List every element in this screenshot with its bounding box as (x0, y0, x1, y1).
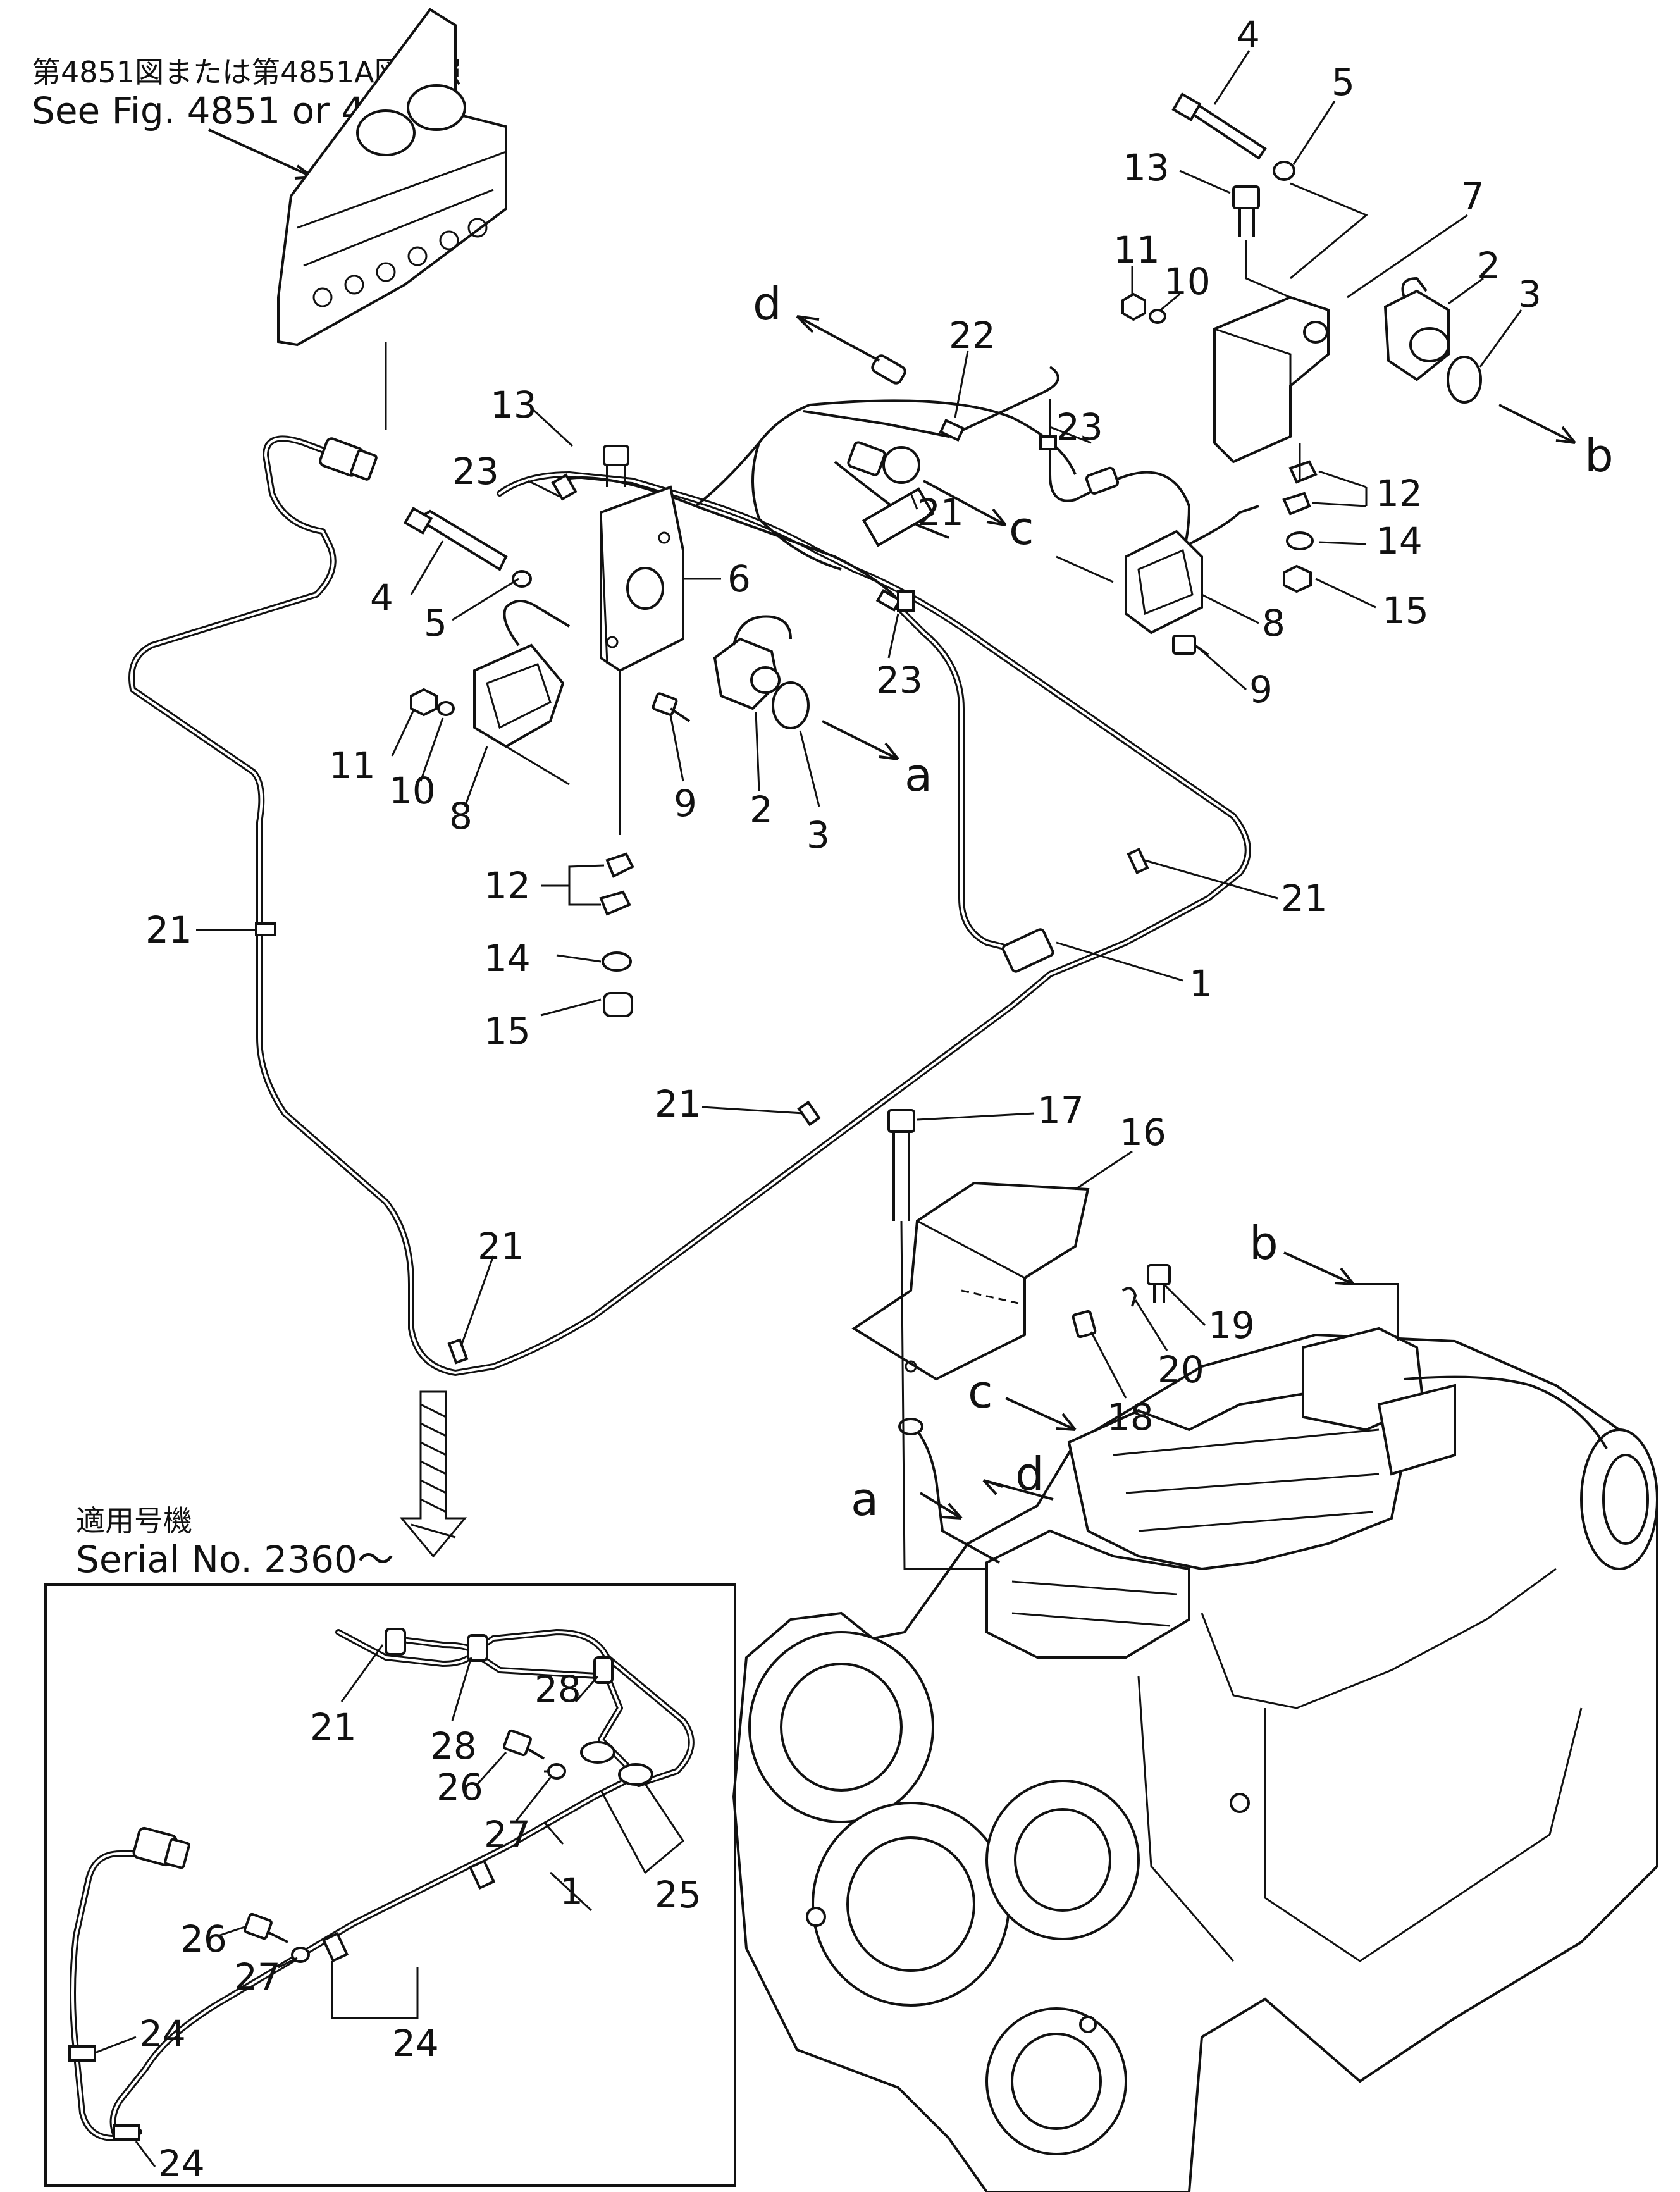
callout-15-right: 15 (1382, 589, 1429, 632)
inset-callout-24c: 24 (158, 2142, 205, 2185)
callout-15-mid: 15 (484, 1010, 531, 1053)
callout-4-mid: 4 (370, 576, 393, 619)
callout-12-right: 12 (1376, 472, 1423, 515)
callout-22: 22 (949, 314, 996, 357)
callout-5-top: 5 (1331, 61, 1355, 104)
callout-18: 18 (1107, 1396, 1154, 1439)
bracket-assembly-mid (403, 445, 810, 1017)
callout-10-mid: 10 (389, 769, 436, 812)
callout-17: 17 (1037, 1089, 1084, 1132)
callout-16: 16 (1120, 1111, 1166, 1154)
reference-letters: d c b a b c d a (753, 277, 1614, 1526)
callout-12-mid: 12 (484, 864, 531, 907)
callout-13-mid: 13 (490, 383, 537, 426)
callout-11-top: 11 (1113, 228, 1160, 271)
callout-8-mid: 8 (449, 795, 472, 838)
inset-pointer-arrow (399, 1390, 467, 1558)
callout-1-main: 1 (1189, 962, 1213, 1005)
callout-21-center: 21 (655, 1082, 701, 1125)
inset-callout-26a: 26 (436, 1766, 483, 1809)
callout-10-top: 10 (1164, 260, 1211, 303)
bracket-assembly-right (1056, 92, 1482, 656)
callout-2-top: 2 (1477, 244, 1500, 287)
transmission-housing (732, 1327, 1658, 2192)
callout-2-mid: 2 (750, 788, 773, 831)
control-box-bracket (277, 8, 507, 430)
callout-4-top: 4 (1237, 13, 1260, 56)
callout-8-right: 8 (1262, 602, 1285, 645)
inset-callout-27a: 27 (484, 1813, 531, 1856)
callout-9-mid: 9 (674, 782, 697, 825)
callout-20: 20 (1158, 1348, 1204, 1391)
letter-c-top: c (1009, 502, 1034, 555)
callout-11-mid: 11 (329, 744, 376, 787)
callout-23-mid: 23 (452, 450, 499, 493)
callout-21-left: 21 (145, 908, 192, 951)
inset-callout-28a: 28 (430, 1724, 477, 1768)
letter-a-low: a (851, 1473, 879, 1526)
inset-callout-24b: 24 (392, 2022, 439, 2065)
callout-14-right: 14 (1376, 519, 1423, 562)
callout-21-right: 21 (1281, 877, 1328, 920)
callout-14-mid: 14 (484, 937, 531, 980)
inset-callout-1: 1 (560, 1870, 583, 1913)
letter-d-low: d (1015, 1447, 1044, 1501)
callout-21-bottom: 21 (478, 1225, 524, 1268)
callout-23-low: 23 (876, 659, 923, 702)
tube-assembly-main (128, 435, 1251, 1376)
callout-7: 7 (1461, 175, 1485, 218)
callout-19: 19 (1208, 1304, 1255, 1347)
inset-callout-27b: 27 (234, 1955, 281, 1998)
letter-a-mid: a (905, 748, 932, 802)
letter-b-low: b (1249, 1217, 1278, 1270)
letter-d-top: d (753, 277, 782, 330)
direction-arrows (796, 315, 1576, 1520)
leader-lines (196, 50, 1522, 1399)
callout-23-top: 23 (1056, 406, 1103, 449)
callout-6: 6 (727, 557, 751, 600)
letter-b-top: b (1584, 429, 1614, 482)
inset-serial: Serial No. 2360〜 (76, 1538, 394, 1581)
callout-13-top: 13 (1123, 146, 1170, 189)
callout-21-top: 21 (917, 491, 964, 534)
callout-labels: 4 5 13 7 11 10 2 3 12 14 15 8 9 22 23 21… (139, 13, 1541, 2185)
inset-callout-25: 25 (655, 1873, 701, 1916)
letter-c-low: c (968, 1365, 993, 1418)
inset-title-japanese: 適用号機 (76, 1504, 192, 1538)
inset-callout-26b: 26 (180, 1917, 227, 1960)
inset-frame (44, 1583, 736, 2187)
cover-plate (851, 1109, 1171, 1570)
callout-5-mid: 5 (424, 602, 447, 645)
inset-callout-24a: 24 (139, 2012, 186, 2055)
callout-3-top: 3 (1518, 273, 1541, 316)
inset-callout-28b: 28 (534, 1668, 581, 1711)
inset-callout-21: 21 (310, 1706, 357, 1749)
serial-inset: 適用号機 Serial No. 2360〜 (44, 1504, 736, 2187)
callout-3-mid: 3 (806, 814, 830, 857)
callout-9-right: 9 (1249, 668, 1273, 711)
